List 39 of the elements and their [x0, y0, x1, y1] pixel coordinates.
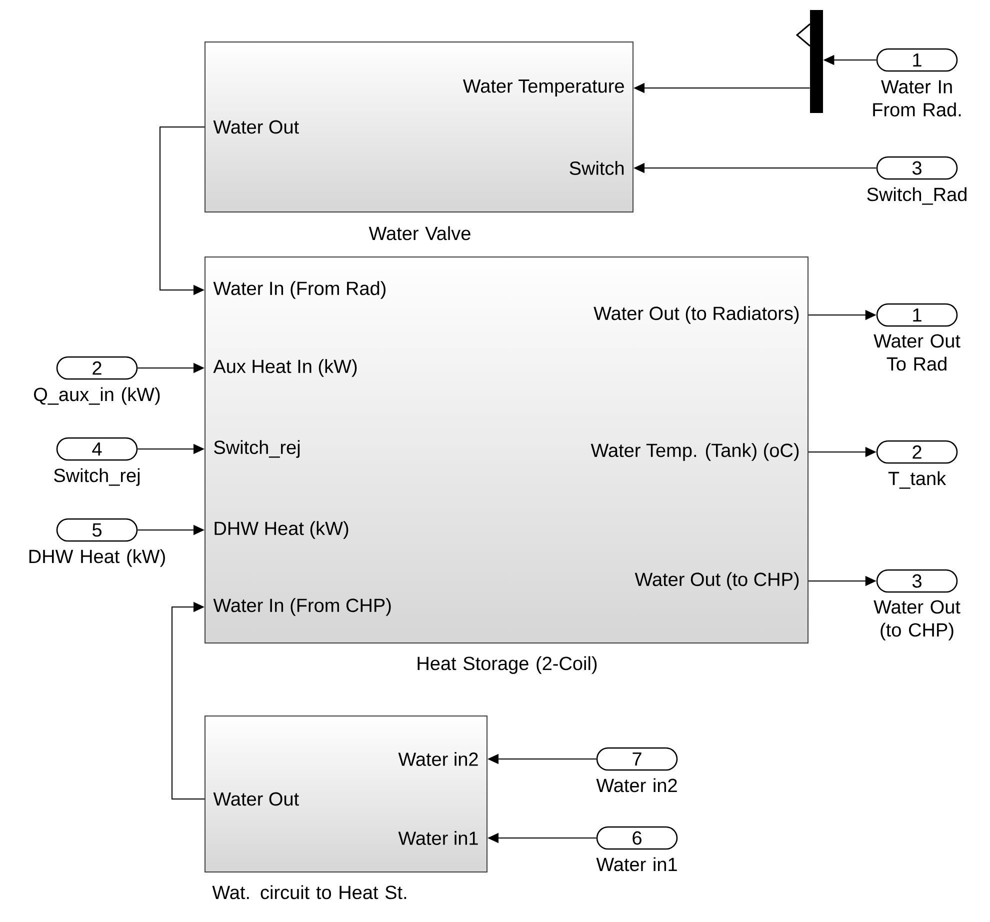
port-label: DHW Heat (kW) [214, 521, 348, 539]
port-terminal: 7 [596, 747, 678, 771]
block-caption: Water in1 [596, 857, 677, 872]
port-label: Water In (From CHP) [213, 598, 391, 616]
block-caption: Heat Storage (2-Coil) [418, 656, 597, 674]
port-label: Water in1 [398, 831, 478, 845]
port-label: Switch [570, 161, 624, 175]
port-terminal: 3 [876, 569, 958, 593]
block-caption: Switch_Rad [867, 187, 966, 205]
port-terminal: 1 [876, 303, 958, 327]
block-caption: Water in2 [596, 778, 677, 792]
port-label: Water in2 [398, 752, 478, 766]
block-caption: Water Out (to CHP) [874, 600, 960, 640]
block-caption: Switch_rej [54, 468, 140, 486]
block-caption: Q_aux_in (kW) [34, 387, 160, 405]
port-terminal: 5 [56, 518, 138, 542]
port-label: Water Out (to CHP) [634, 572, 799, 590]
port-label: Aux Heat In (kW) [213, 359, 357, 377]
port-label: Water Temp. (Tank) (oC) [590, 443, 799, 461]
port-label: Water Temperature [462, 80, 624, 96]
signal-arrow [172, 602, 205, 800]
port-label: Water In (From Rad) [213, 281, 386, 299]
block-caption: Water Valve [368, 226, 470, 240]
port-terminal: 3 [876, 156, 958, 180]
port-terminal: 2 [876, 440, 958, 464]
port-terminal: 4 [56, 437, 138, 461]
port-terminal: 2 [56, 356, 138, 380]
port-terminal: 6 [596, 826, 678, 850]
block-caption: Wat. circuit to Heat St. [212, 885, 406, 900]
port-label: Water Out (to Radiators) [594, 306, 799, 324]
port-terminal: 1 [876, 48, 958, 72]
block-caption: Water Out To Rad [874, 334, 960, 371]
port-label: Switch_rej [214, 440, 300, 458]
block-caption: T_tank [888, 471, 946, 489]
block-caption: Water In From Rad. [873, 80, 961, 116]
port-label: Water Out [213, 792, 299, 806]
port-label: Water Out [213, 120, 299, 134]
mux-bar [796, 10, 823, 113]
block-caption: DHW Heat (kW) [29, 549, 165, 567]
